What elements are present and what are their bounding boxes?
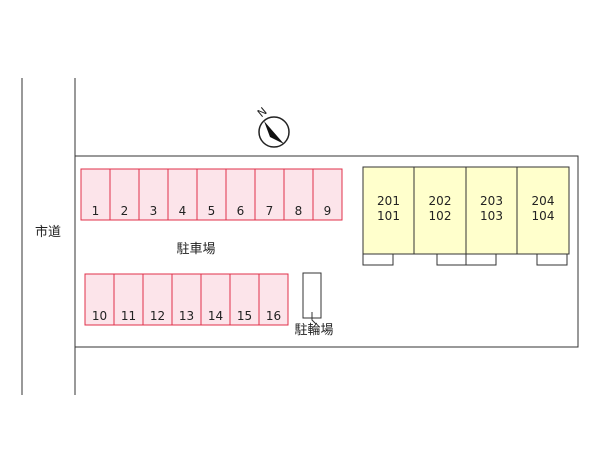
unit-number-upper: 203 bbox=[480, 194, 503, 208]
unit-number-upper: 202 bbox=[429, 194, 452, 208]
stall-number-15: 15 bbox=[237, 309, 252, 323]
unit-entrance-2 bbox=[436, 253, 468, 266]
parking-stall-11 bbox=[113, 273, 144, 326]
parking-stall-16 bbox=[258, 273, 289, 326]
unit-number-lower: 101 bbox=[377, 209, 400, 223]
parking-stall-2 bbox=[109, 168, 140, 221]
stall-number-2: 2 bbox=[121, 204, 129, 218]
road-label: 市道 bbox=[35, 224, 61, 240]
unit-number-upper: 201 bbox=[377, 194, 400, 208]
parking-stall-10 bbox=[84, 273, 115, 326]
stall-number-6: 6 bbox=[237, 204, 245, 218]
parking-row-top: 1 2 3 4 5 6 7 8 9 bbox=[80, 168, 343, 221]
stall-number-7: 7 bbox=[266, 204, 274, 218]
parking-stall-15 bbox=[229, 273, 260, 326]
stall-number-16: 16 bbox=[266, 309, 281, 323]
stall-number-3: 3 bbox=[150, 204, 158, 218]
unit-204-104 bbox=[516, 166, 570, 255]
stall-number-10: 10 bbox=[92, 309, 107, 323]
unit-number-upper: 204 bbox=[532, 194, 555, 208]
stall-number-13: 13 bbox=[179, 309, 194, 323]
parking-label: 駐車場 bbox=[176, 242, 215, 257]
parking-stall-13 bbox=[171, 273, 202, 326]
stall-number-8: 8 bbox=[295, 204, 303, 218]
unit-entrance-1 bbox=[362, 253, 394, 266]
unit-number-lower: 102 bbox=[429, 209, 452, 223]
parking-stall-3 bbox=[138, 168, 169, 221]
parking-stall-7 bbox=[254, 168, 285, 221]
parking-stall-9 bbox=[312, 168, 343, 221]
unit-203-103 bbox=[465, 166, 518, 255]
stall-number-9: 9 bbox=[324, 204, 332, 218]
unit-number-lower: 103 bbox=[480, 209, 503, 223]
unit-number-lower: 104 bbox=[532, 209, 555, 223]
bicycle-parking-leader bbox=[311, 312, 317, 325]
stall-number-11: 11 bbox=[121, 309, 136, 323]
parking-stall-5 bbox=[196, 168, 227, 221]
bicycle-parking-label: 駐輪場 bbox=[294, 322, 333, 338]
compass-icon: N bbox=[255, 105, 290, 148]
stall-number-14: 14 bbox=[208, 309, 223, 323]
stall-number-5: 5 bbox=[208, 204, 216, 218]
parking-stall-4 bbox=[167, 168, 198, 221]
unit-entrance-4 bbox=[536, 253, 568, 266]
stall-number-12: 12 bbox=[150, 309, 165, 323]
parking-row-bottom: 10 11 12 13 14 15 16 bbox=[84, 273, 289, 326]
bicycle-parking-area bbox=[302, 272, 322, 319]
stall-number-1: 1 bbox=[92, 204, 100, 218]
unit-202-102 bbox=[413, 166, 467, 255]
parking-stall-6 bbox=[225, 168, 256, 221]
unit-entrance-3 bbox=[465, 253, 497, 266]
stall-number-4: 4 bbox=[179, 204, 187, 218]
